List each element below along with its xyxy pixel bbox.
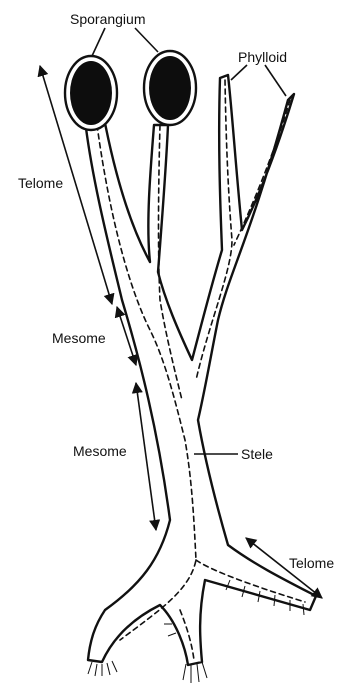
label-stele: Stele (241, 446, 273, 462)
phylloid-pointer-right (265, 65, 286, 96)
phylloid-pointer-left (231, 65, 247, 80)
label-telome-upper: Telome (18, 175, 63, 191)
label-telome-lower: Telome (289, 555, 334, 571)
sporangium-pointer-right (135, 28, 158, 52)
sporangium-right (144, 51, 196, 125)
sporangium-pointer-left (92, 28, 105, 56)
label-sporangium: Sporangium (70, 11, 146, 27)
sporangium-left (65, 56, 117, 130)
label-mesome-lower: Mesome (73, 443, 127, 459)
plant-axis-outline (85, 75, 316, 665)
plant-body (85, 75, 316, 683)
label-phylloid: Phylloid (238, 49, 287, 65)
label-mesome-upper: Mesome (52, 330, 106, 346)
